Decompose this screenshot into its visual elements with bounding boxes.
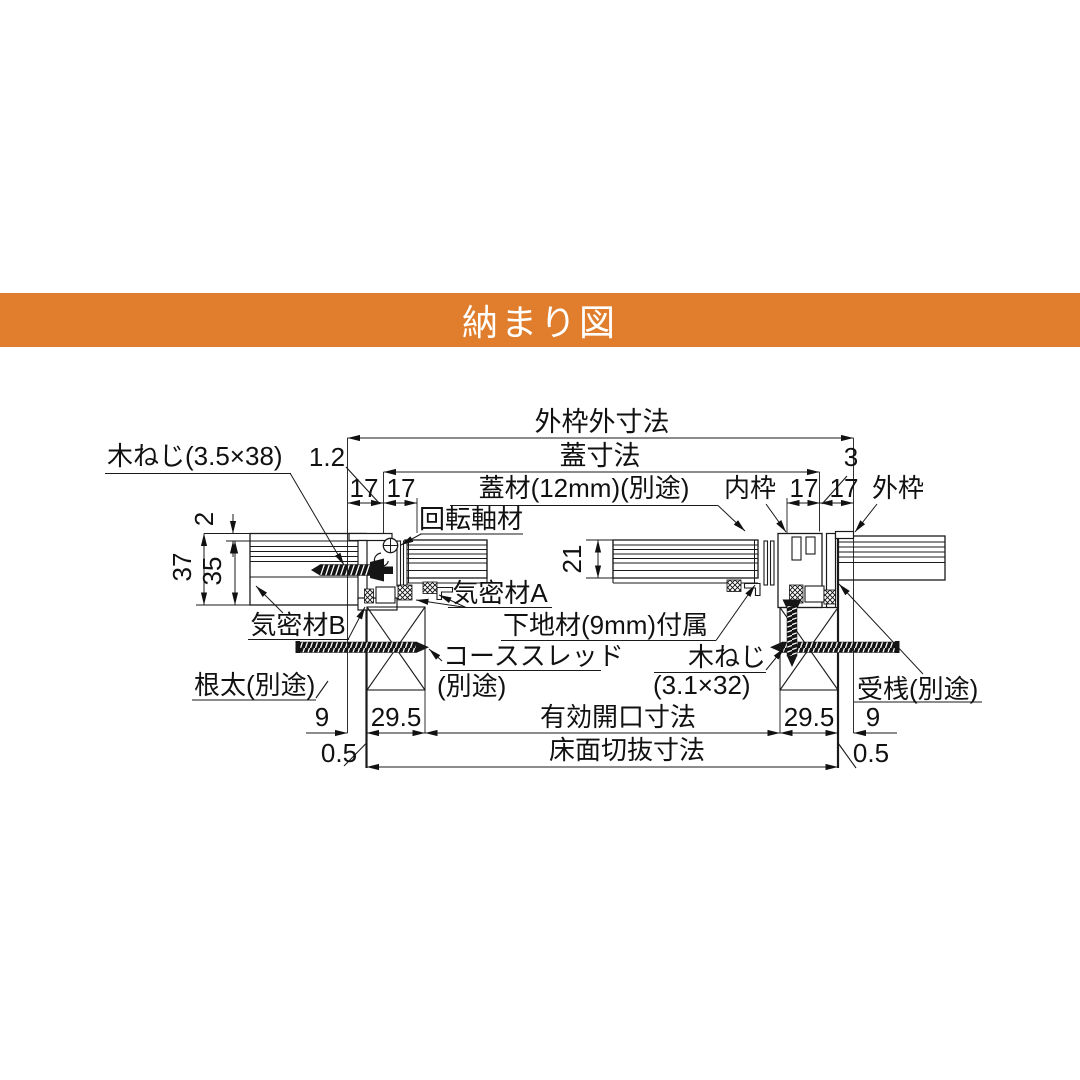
dim-gap-right: 3 (844, 442, 858, 472)
label-wood-screw-small: 木ねじ (688, 642, 766, 672)
label-support-batten: 受桟(別途) (857, 674, 978, 704)
page-title: 納まり図 (461, 302, 618, 343)
dim-floor-finish-2: 2 (189, 512, 219, 526)
dim-9-right: 9 (866, 702, 880, 732)
dim-floor-base-35: 35 (197, 557, 227, 586)
wood-screw-small-icon (782, 599, 802, 667)
label-underlines (105, 473, 982, 703)
right-frame-assembly (726, 530, 855, 609)
coarse-thread-screw-left-icon (295, 641, 429, 653)
seal-a-gasket (422, 581, 438, 594)
label-wood-screw-large: 木ねじ(3.5×38) (107, 441, 283, 471)
dim-lid-thickness-21: 21 (557, 545, 587, 574)
label-base-material: 下地材(9mm)付属 (503, 610, 708, 640)
label-coarse-thread-note: (別途) (437, 671, 506, 701)
dim-0-5-left: 0.5 (321, 738, 357, 768)
label-lid-material: 蓋材(12mm)(別途) (479, 473, 690, 503)
seal-b-gasket (364, 588, 374, 604)
dim-17-right-b: 17 (830, 473, 859, 503)
dimension-slashes (315, 466, 857, 769)
leader-lines (255, 472, 924, 675)
right-lid-panel (612, 539, 759, 584)
base-material-gasket (726, 579, 742, 592)
hinge-pivot-icon (382, 537, 399, 554)
dim-floor-cutout-label: 床面切抜寸法 (549, 735, 705, 765)
dim-gap-left: 1.2 (309, 442, 345, 472)
seal-gasket (823, 589, 836, 605)
dim-effective-opening-label: 有効開口寸法 (540, 702, 696, 732)
dim-17-right-a: 17 (790, 473, 819, 503)
label-inner-frame: 内枠 (724, 473, 776, 503)
wood-screw-large-icon (311, 558, 393, 582)
lid-panels (404, 539, 759, 584)
seal-gasket (397, 584, 413, 601)
label-rotation-shaft: 回転軸材 (419, 504, 523, 534)
dim-17-left-b: 17 (387, 473, 416, 503)
dim-17-left-a: 17 (350, 473, 379, 503)
title-banner: 納まり図 (0, 293, 1080, 347)
right-floor-slab (837, 535, 946, 581)
dim-outer-frame-width-label: 外枠外寸法 (535, 407, 670, 437)
dim-9-left: 9 (315, 702, 329, 732)
dim-0-5-right: 0.5 (853, 738, 889, 768)
left-lid-panel (404, 539, 488, 584)
label-wood-screw-small-size: (3.1×32) (653, 670, 751, 700)
label-coarse-thread: コーススレッド (443, 641, 624, 671)
label-outer-frame: 外枠 (872, 473, 924, 503)
dim-floor-total-37: 37 (167, 553, 197, 582)
dim-29-5-left: 29.5 (371, 702, 422, 732)
dim-lid-width-label: 蓋寸法 (560, 441, 641, 471)
diagram-texts: 外枠外寸法 蓋寸法 1.2 3 17 17 蓋材(12mm)(別途) 内枠 17… (107, 407, 978, 768)
dim-29-5-right: 29.5 (784, 702, 835, 732)
label-joist: 根太(別途) (194, 670, 315, 700)
label-seal-b: 気密材B (250, 610, 345, 640)
dimension-lines (200, 434, 897, 771)
label-seal-a: 気密材A (452, 578, 548, 608)
